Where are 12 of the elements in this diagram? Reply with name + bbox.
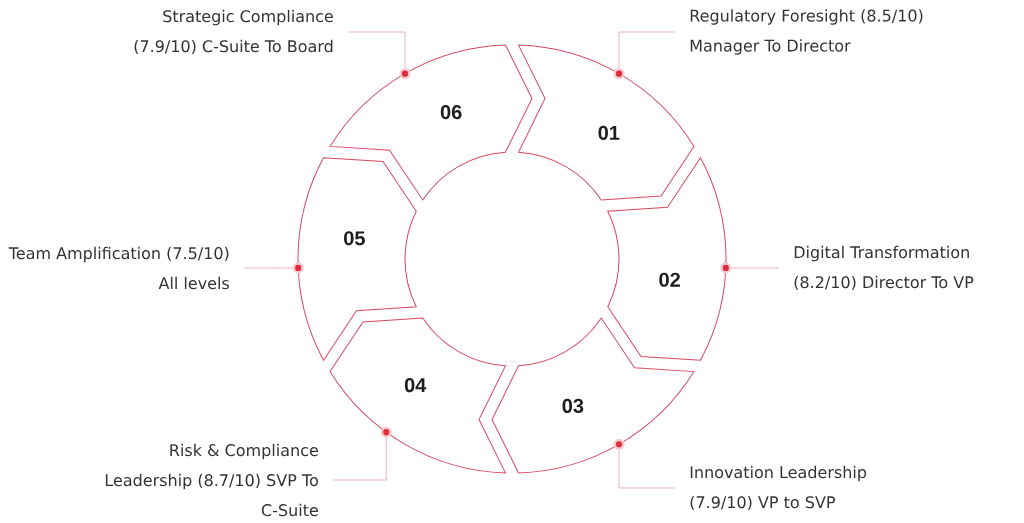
arrow-segment: 04 [329, 317, 506, 474]
label-text: Digital Transformation (8.2/10) Director To VP [794, 245, 974, 291]
leader-line [347, 31, 406, 69]
label-text: Risk & Compliance Leadership (8.7/10) SVP To C-Suite [105, 443, 318, 517]
arrow-segment: 02 [607, 157, 727, 361]
leader-line [618, 31, 676, 69]
label-text: Team Amplification (7.5/10) All levels [8, 246, 229, 290]
leader-line [731, 267, 780, 269]
leader-line [243, 267, 293, 269]
arrow-segment: 05 [297, 157, 417, 361]
leader-line [332, 437, 387, 481]
leader-line [618, 449, 676, 489]
